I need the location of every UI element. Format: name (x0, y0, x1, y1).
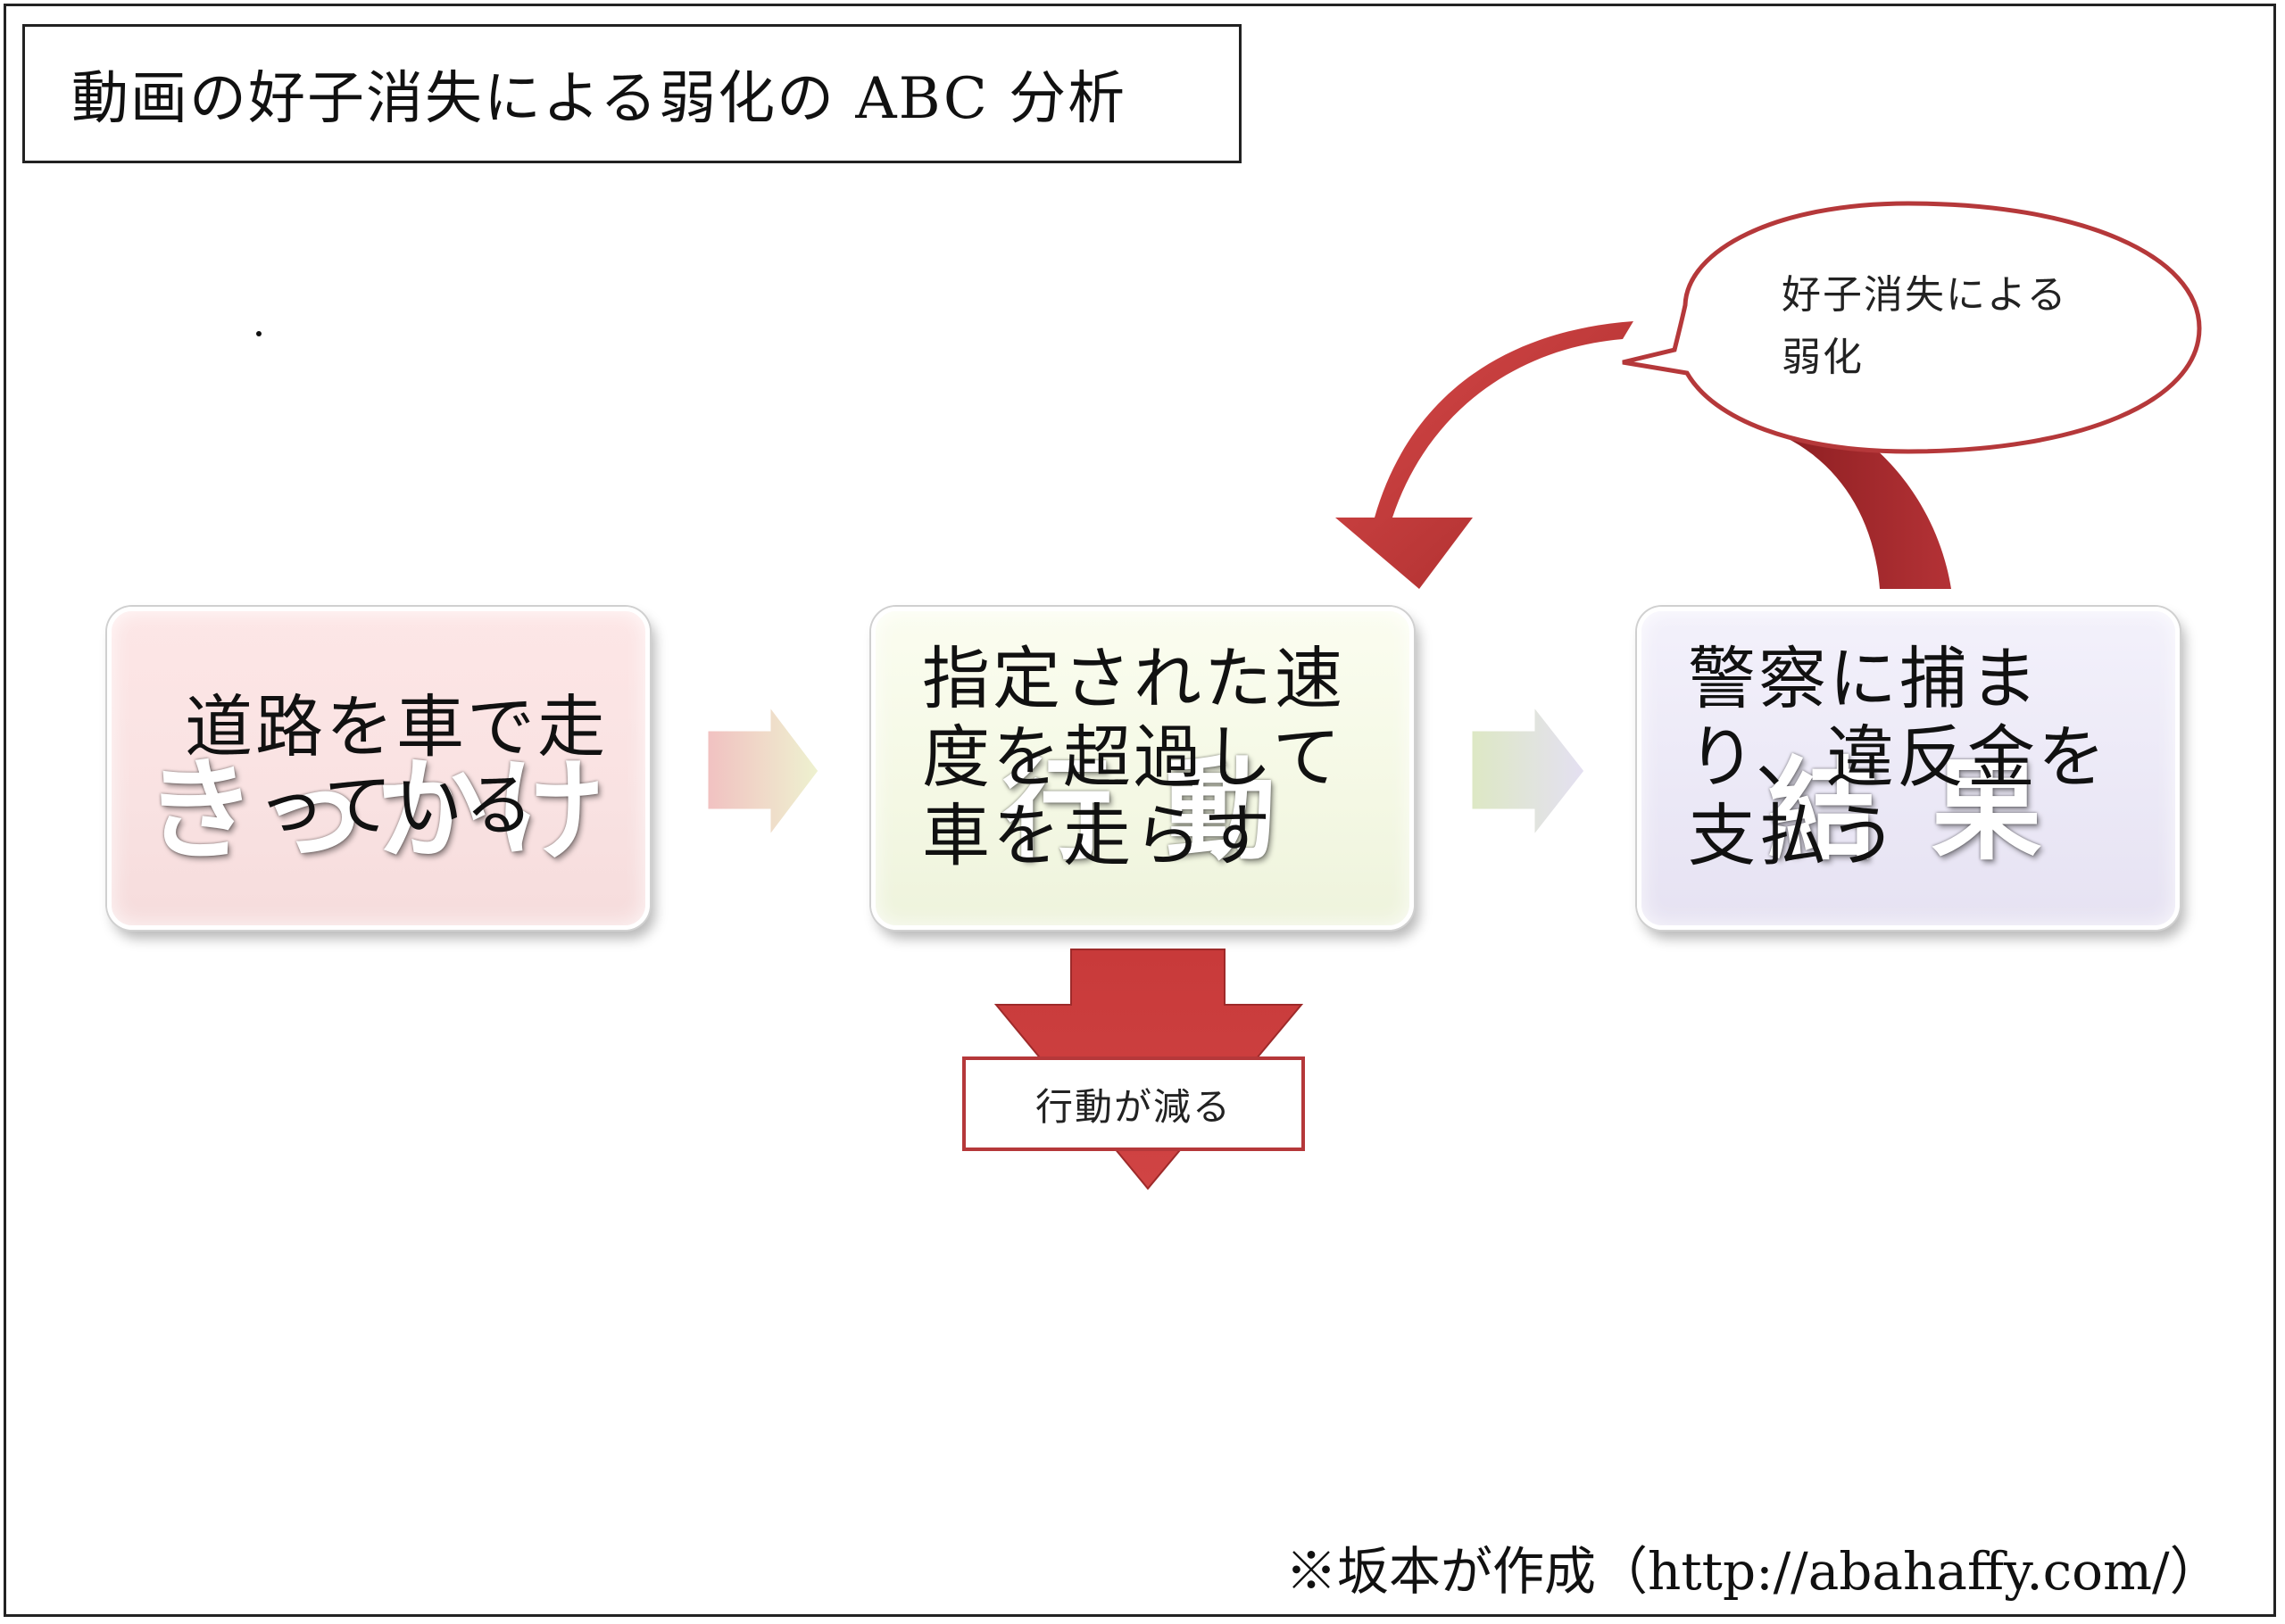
antecedent-box: きっかけ 道路を車で走っている (107, 607, 650, 930)
curved-arrow-to-behavior (1335, 321, 1633, 589)
page-title: 動画の好子消失による弱化の ABC 分析 (71, 66, 1127, 132)
antecedent-watermark: きっかけ (145, 747, 612, 875)
title-box: 動画の好子消失による弱化の ABC 分析 (22, 24, 1242, 163)
antecedent-text: 道路を車で走っている (185, 687, 608, 845)
consequence-text: 警察に捕まり、違反金を支払う (1688, 639, 2108, 875)
consequence-watermark: 結 果 (1767, 747, 2049, 875)
behavior-box: 行 動 指定された速度を超過して車を走らす (871, 607, 1414, 930)
flow-arrow-2 (1469, 700, 1587, 841)
stray-dot (256, 331, 262, 336)
behavior-watermark: 行 動 (1001, 747, 1284, 875)
flow-arrow-1 (705, 700, 821, 841)
decrease-label: 行動が減る (962, 1056, 1305, 1151)
consequence-box: 結 果 警察に捕まり、違反金を支払う (1637, 607, 2180, 930)
speech-bubble (1622, 201, 2202, 454)
behavior-text: 指定された速度を超過して車を走らす (922, 639, 1345, 875)
credit-text: ※坂本が作成（http://abahaffy.com/） (1285, 1541, 2222, 1602)
bubble-label: 好子消失による 弱化 (1782, 272, 2068, 380)
curved-arrow-tail (1785, 403, 1951, 589)
